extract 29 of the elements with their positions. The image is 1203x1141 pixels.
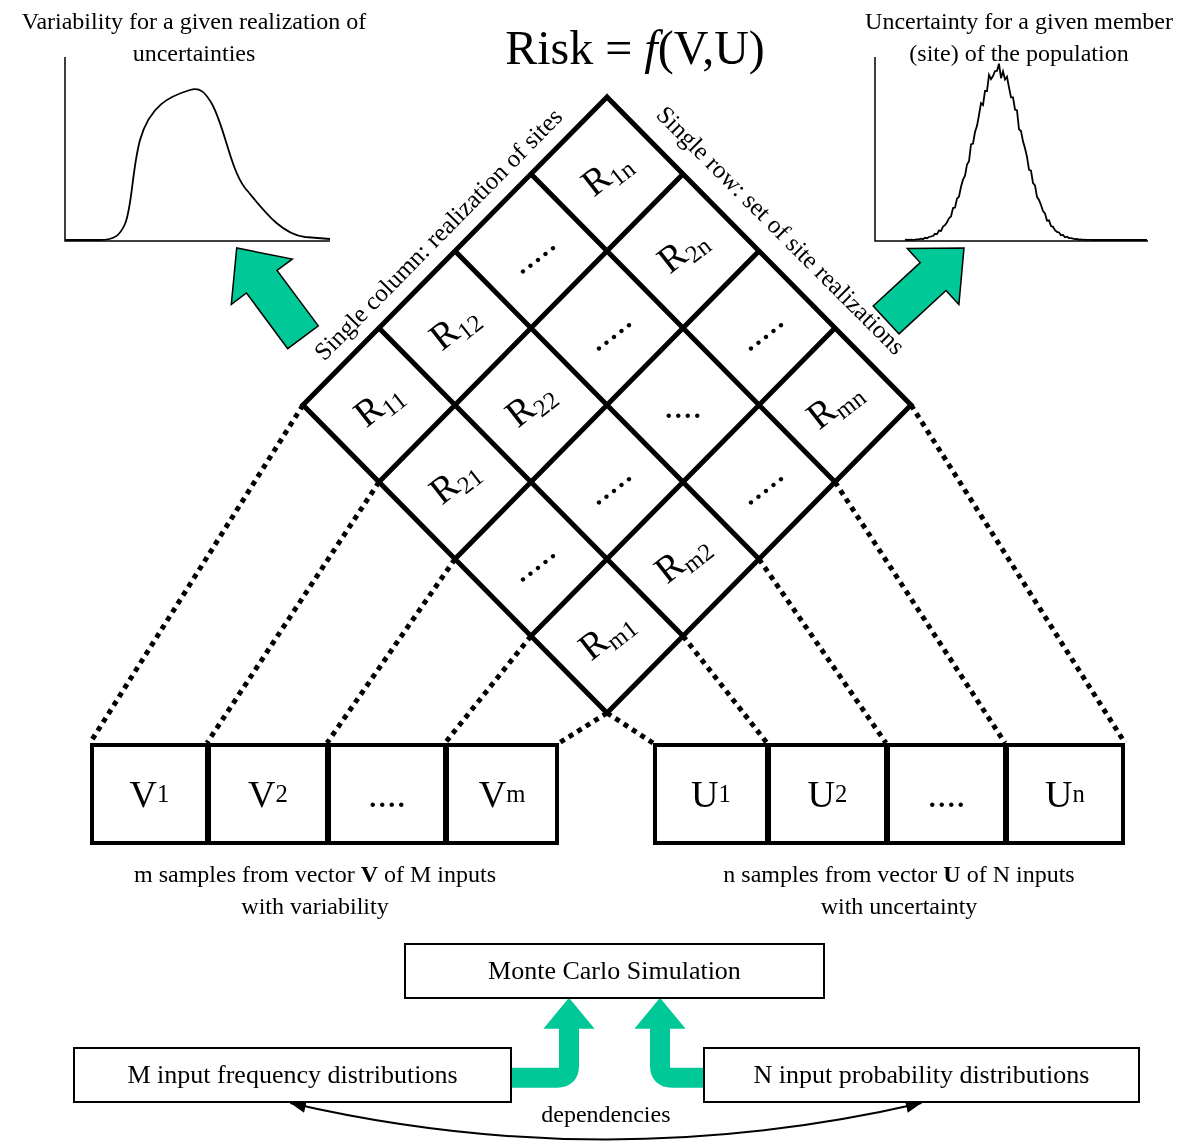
- chart-heading: Uncertainty for a given member (site) of the population: [864, 7, 1174, 68]
- caption-text: m samples from vector V of M inputs with variability: [133, 860, 497, 921]
- dotted-line: [832, 480, 1008, 745]
- sample-cell: ....: [886, 743, 1007, 845]
- cell-label: .....: [500, 529, 562, 589]
- block-arrow: [230, 247, 320, 350]
- cell-label: .....: [576, 452, 638, 512]
- dotted-line: [324, 557, 458, 745]
- process-box: N input probability distributions: [703, 1047, 1140, 1103]
- chart-heading: Variability for a given realization of uncertainties: [20, 7, 368, 68]
- curved-block-arrow: [512, 997, 595, 1088]
- block-arrow: [872, 247, 965, 335]
- dotted-line: [756, 557, 889, 745]
- cell-label: .....: [728, 452, 790, 512]
- dotted-line: [681, 634, 769, 745]
- caption-text: n samples from vector U of N inputs with uncertainty: [722, 860, 1076, 921]
- curved-block-arrow: [634, 997, 703, 1088]
- cell-label: ....: [664, 386, 702, 424]
- formula-title: Risk = f(V,U): [504, 20, 766, 76]
- dotted-line: [557, 710, 609, 746]
- process-box: M input frequency distributions: [73, 1047, 512, 1103]
- cell-label: .....: [728, 298, 790, 358]
- dotted-line: [605, 710, 655, 746]
- dotted-line: [443, 634, 533, 745]
- sample-cell: ....: [327, 743, 447, 845]
- cell-label: .....: [500, 221, 562, 281]
- process-box: Monte Carlo Simulation: [404, 943, 825, 999]
- cell-label: .....: [576, 298, 638, 358]
- dotted-line: [204, 480, 382, 745]
